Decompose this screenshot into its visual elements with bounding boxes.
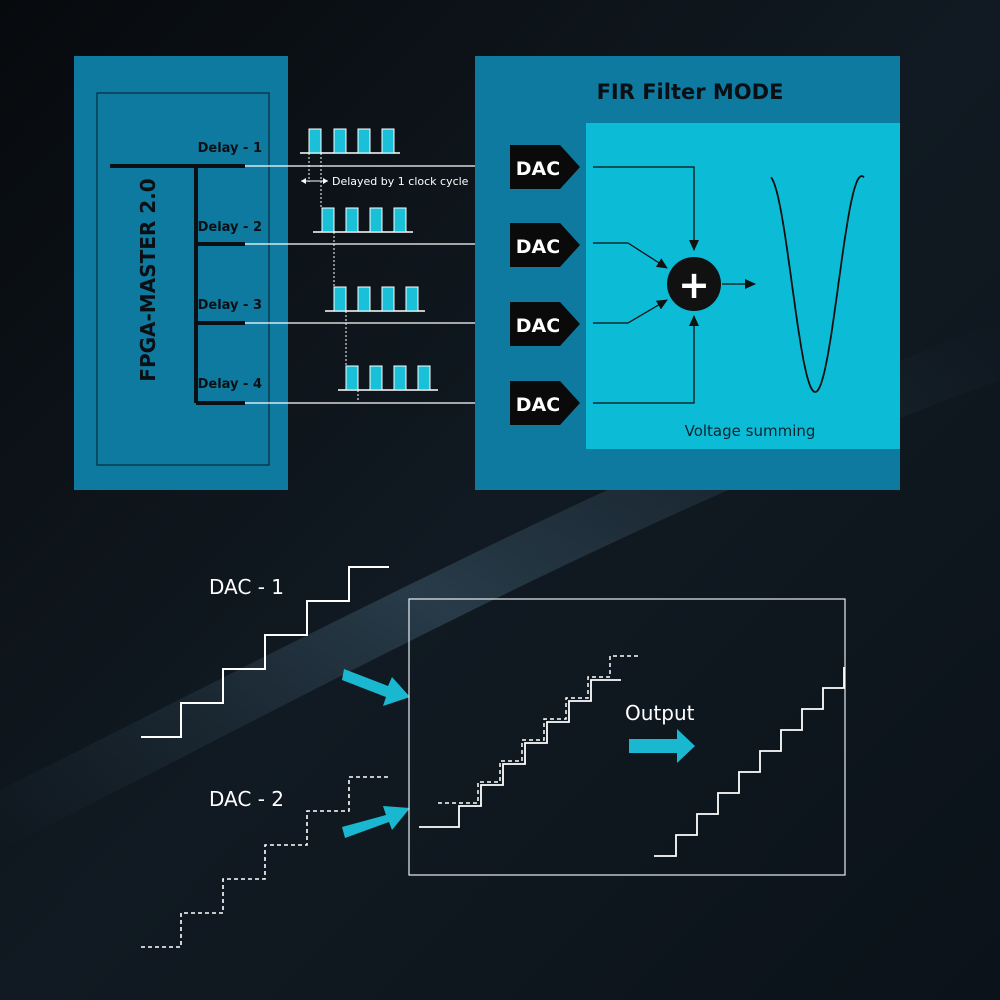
delay-note: Delayed by 1 clock cycle bbox=[332, 175, 469, 188]
pulse bbox=[308, 128, 322, 154]
pulse bbox=[381, 286, 395, 312]
dac-shape bbox=[510, 381, 580, 425]
delay-label-3: Delay - 3 bbox=[198, 298, 262, 313]
dac1-input-arrow bbox=[342, 669, 410, 706]
summing-panel bbox=[586, 123, 900, 449]
pulse bbox=[345, 207, 359, 233]
output-staircase bbox=[654, 667, 845, 857]
fpga-inner-frame bbox=[96, 92, 270, 466]
dac-label-4: DAC bbox=[516, 394, 560, 416]
dac-box-3: DAC bbox=[510, 302, 580, 346]
delay-label-4: Delay - 4 bbox=[198, 377, 262, 392]
output-label: Output bbox=[625, 701, 695, 725]
sum-input-2 bbox=[593, 242, 668, 269]
pulse bbox=[321, 207, 335, 233]
pulse bbox=[369, 207, 383, 233]
delay-label-2: Delay - 2 bbox=[198, 220, 262, 235]
fpga-title: FPGA-MASTER 2.0 bbox=[136, 178, 160, 381]
dac-label-2: DAC bbox=[516, 236, 560, 258]
pulse bbox=[357, 128, 371, 154]
combination-box bbox=[408, 598, 846, 876]
dac1-label: DAC - 1 bbox=[209, 575, 284, 599]
sum-input-3 bbox=[593, 299, 668, 324]
dac-shape bbox=[510, 223, 580, 267]
output-arrow bbox=[629, 729, 695, 763]
delay-label-1: Delay - 1 bbox=[198, 141, 262, 156]
signal-lines bbox=[245, 162, 497, 407]
dac-shape bbox=[510, 145, 580, 189]
dac-shape bbox=[510, 302, 580, 346]
pulse bbox=[381, 128, 395, 154]
pulse bbox=[333, 286, 347, 312]
combined-dac2-staircase bbox=[438, 655, 640, 804]
dac1-staircase bbox=[141, 566, 389, 738]
sum-symbol: + bbox=[678, 263, 710, 307]
pulse bbox=[405, 286, 419, 312]
sum-input-1 bbox=[593, 166, 699, 251]
dac2-input-arrow bbox=[342, 806, 410, 838]
dac-box-4: DAC bbox=[510, 381, 580, 425]
pulse bbox=[345, 365, 359, 391]
pulse bbox=[333, 128, 347, 154]
output-sine-wave bbox=[770, 175, 865, 393]
voltage-summing-label: Voltage summing bbox=[685, 422, 816, 440]
combined-dac1-staircase bbox=[419, 679, 621, 828]
dac-box-2: DAC bbox=[510, 223, 580, 267]
sum-input-4 bbox=[593, 315, 699, 404]
pulse bbox=[369, 365, 383, 391]
delay-span-arrow-left bbox=[301, 178, 306, 184]
pulse bbox=[357, 286, 371, 312]
summing-node bbox=[667, 257, 721, 311]
pulse bbox=[393, 365, 407, 391]
dac-label-1: DAC bbox=[516, 158, 560, 180]
pulse bbox=[393, 207, 407, 233]
pulse bbox=[417, 365, 431, 391]
fpga-panel: FPGA-MASTER 2.0 Delay - 1 Delay - 2 Dela… bbox=[74, 56, 288, 490]
delay-span-arrow-right bbox=[323, 178, 328, 184]
dac-label-3: DAC bbox=[516, 315, 560, 337]
dac2-label: DAC - 2 bbox=[209, 787, 284, 811]
staircase-illustration: DAC - 1 DAC - 2 Output bbox=[141, 566, 846, 948]
dac-box-1: DAC bbox=[510, 145, 580, 189]
fpga-panel-bg bbox=[74, 56, 288, 490]
fir-panel: FIR Filter MODE DAC DAC DAC DAC + Voltag bbox=[475, 56, 900, 490]
fir-title: FIR Filter MODE bbox=[597, 80, 784, 104]
pulse-trains: Delayed by 1 clock cycle bbox=[300, 128, 469, 402]
